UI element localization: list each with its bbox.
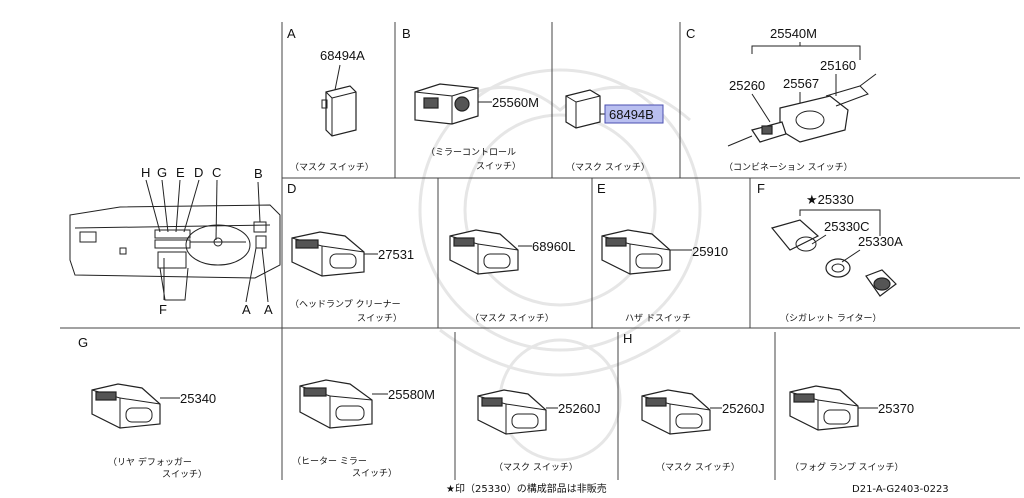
section-e-letter: E [597, 181, 606, 196]
caption-b2: （マスク スイッチ） [566, 162, 650, 173]
caption-h1: （マスク スイッチ） [656, 462, 740, 473]
overview-label-e: E [176, 165, 185, 180]
section-d-letter: D [287, 181, 296, 196]
combination-switch [727, 73, 877, 147]
footer-note: ★印（25330）の構成部品は非販売 [446, 482, 607, 495]
dashboard-overview [69, 179, 281, 303]
caption-d1b: スイッチ） [357, 313, 402, 324]
mask-switch-g [477, 389, 547, 435]
section-f-letter: F [757, 181, 765, 196]
section-h-letter: H [623, 331, 632, 346]
mask-switch-d [449, 229, 519, 275]
caption-b1b: スイッチ） [476, 161, 521, 172]
caption-g3: （マスク スイッチ） [494, 462, 578, 473]
section-c-letter: C [686, 26, 695, 41]
watermark [418, 68, 702, 462]
overview-label-b: B [254, 166, 263, 181]
mask-switch-a [321, 85, 357, 137]
caption-e: ハザ ドスイッチ [625, 313, 691, 324]
section-g-letter: G [78, 335, 88, 350]
mask-switch-h [641, 389, 711, 435]
caption-h2: （フォグ ランプ スイッチ） [790, 461, 903, 473]
footer-code: D21-A-G2403-0223 [852, 484, 949, 495]
caption-g1b: スイッチ） [162, 469, 207, 480]
caption-g1a: （リヤ デフォッガー [108, 456, 192, 468]
section-a-letter: A [287, 26, 296, 41]
part-25330a: 25330A [858, 234, 903, 249]
section-frames [60, 22, 1020, 480]
caption-c: （コンビネーション スイッチ） [724, 162, 853, 173]
part-68494a: 68494A [320, 48, 365, 63]
part-25540m: 25540M [770, 26, 817, 41]
hazard-switch [601, 229, 671, 275]
overview-label-f: F [159, 302, 167, 317]
mask-switch-b [565, 89, 601, 129]
overview-label-g: G [157, 165, 167, 180]
fog-lamp-switch [789, 385, 859, 431]
rear-defogger-switch [91, 383, 161, 429]
overview-label-d: D [194, 165, 203, 180]
part-25260j-h: 25260J [722, 401, 765, 416]
part-25340: 25340 [180, 391, 216, 406]
part-25370: 25370 [878, 401, 914, 416]
section-b-letter: B [402, 26, 411, 41]
part-25560m: 25560M [492, 95, 539, 110]
cigarette-lighter [770, 219, 897, 297]
caption-a: （マスク スイッチ） [290, 162, 374, 173]
part-25330c: 25330C [824, 219, 870, 234]
heater-mirror-switch [299, 379, 373, 429]
caption-g2a: （ヒーター ミラー [292, 456, 367, 467]
part-68494b: 68494B [609, 107, 654, 122]
part-25260j-g: 25260J [558, 401, 601, 416]
part-25330: ★25330 [806, 192, 854, 207]
part-25260: 25260 [729, 78, 765, 93]
headlamp-cleaner-switch [291, 231, 365, 277]
part-25567: 25567 [783, 76, 819, 91]
part-25580m: 25580M [388, 387, 435, 402]
overview-label-a1: A [242, 302, 251, 317]
part-68960l: 68960L [532, 239, 575, 254]
part-27531: 27531 [378, 247, 414, 262]
mirror-control-switch [414, 83, 479, 125]
caption-b1a: （ミラーコントロール [426, 147, 516, 158]
caption-f: （シガレット ライター） [780, 313, 882, 324]
caption-g2b: スイッチ） [352, 468, 397, 479]
highlight-68494b [604, 104, 664, 124]
part-25160: 25160 [820, 58, 856, 73]
caption-d1a: （ヘッドランプ クリーナー [290, 299, 401, 310]
overview-label-c: C [212, 165, 221, 180]
part-25910: 25910 [692, 244, 728, 259]
overview-label-a2: A [264, 302, 273, 317]
overview-label-h: H [141, 165, 150, 180]
caption-d2: （マスク スイッチ） [470, 313, 554, 324]
